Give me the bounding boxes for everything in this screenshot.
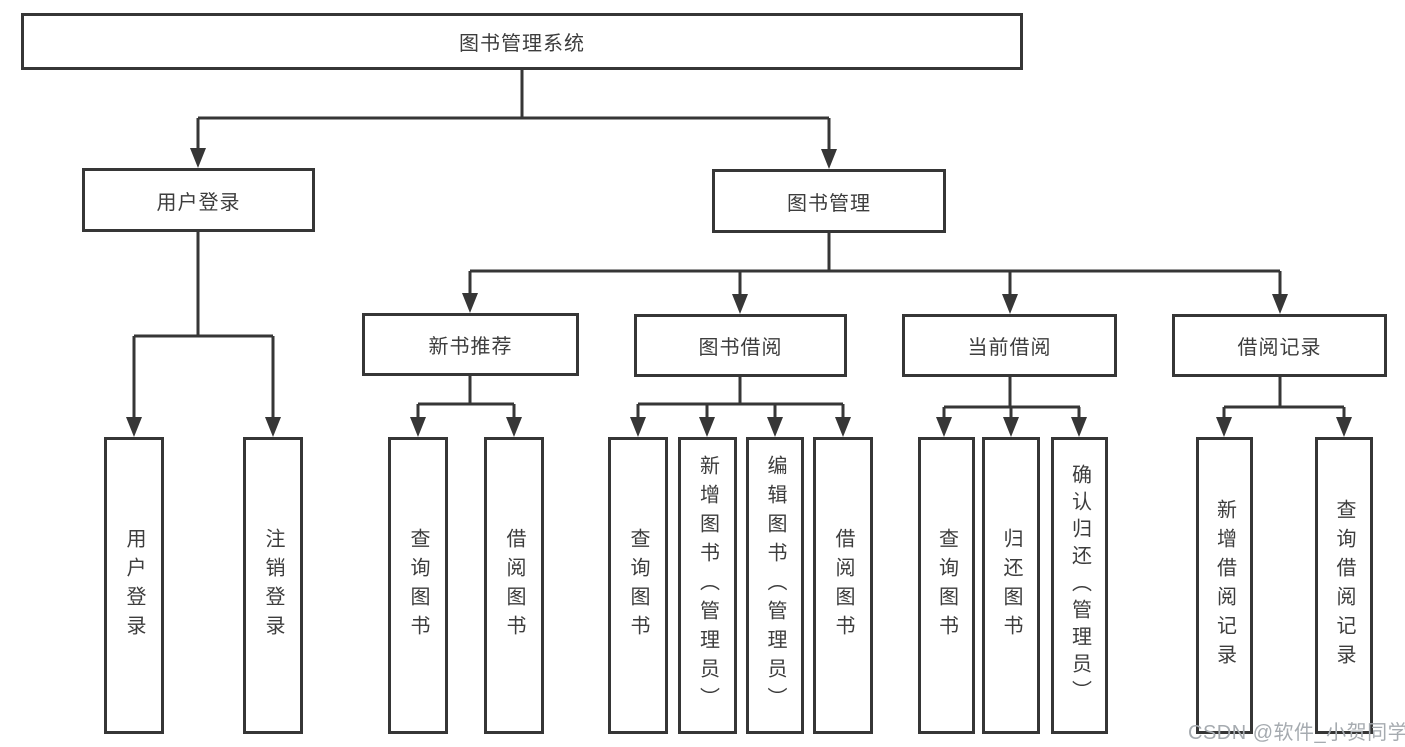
node-label: 查询借阅记录: [1333, 498, 1355, 673]
arrow-head: [1272, 294, 1288, 314]
arrow-head: [1003, 417, 1019, 437]
node-label: 新增图书（管理员）: [696, 455, 719, 716]
leaf-user-login: 用户登录: [104, 437, 164, 734]
arrow-head: [767, 417, 783, 437]
node-user-login: 用户登录: [82, 168, 315, 232]
leaf-query-books: 查询图书: [608, 437, 668, 734]
node-label: 新增借阅记录: [1213, 498, 1236, 673]
leaf-confirm-return-admin: 确认归还（管理员）: [1051, 437, 1108, 734]
arrow-head: [506, 417, 522, 437]
leaf-query-borrow-record: 查询借阅记录: [1315, 437, 1373, 734]
arrow-head: [126, 417, 142, 437]
arrow-head: [936, 417, 952, 437]
leaf-return-book: 归还图书: [982, 437, 1040, 734]
arrow-head: [699, 417, 715, 437]
node-label: 查询图书: [935, 527, 958, 644]
leaf-query-books: 查询图书: [388, 437, 448, 734]
node-label: 图书管理: [787, 192, 871, 215]
leaf-edit-book-admin: 编辑图书（管理员）: [746, 437, 804, 734]
arrow-head: [190, 148, 206, 168]
arrow-head: [265, 417, 281, 437]
node-label: 借阅图书: [832, 527, 854, 644]
leaf-query-books: 查询图书: [918, 437, 975, 734]
arrow-head: [1002, 294, 1018, 314]
arrow-head: [821, 149, 837, 169]
arrow-head: [732, 294, 748, 314]
node-label: 图书借阅: [698, 337, 783, 359]
node-label: 归还图书: [1000, 527, 1022, 644]
leaf-add-book-admin: 新增图书（管理员）: [678, 437, 737, 734]
leaf-logout: 注销登录: [243, 437, 303, 734]
arrow-head: [630, 417, 646, 437]
node-label: 当前借阅: [967, 337, 1052, 359]
node-label: 注销登录: [262, 527, 284, 644]
arrow-head: [1216, 417, 1232, 437]
arrow-head: [1336, 417, 1352, 437]
node-label: 用户登录: [156, 191, 241, 214]
node-label: 编辑图书（管理员）: [764, 455, 786, 716]
node-label: 图书管理系统: [459, 33, 585, 55]
node-label: 借阅记录: [1237, 337, 1322, 359]
connector-strokes: [132, 69, 1346, 420]
node-label: 查询图书: [627, 527, 649, 644]
arrow-heads: [126, 148, 1352, 437]
node-book-borrowing: 图书借阅: [634, 314, 847, 377]
node-new-book-recommend: 新书推荐: [362, 313, 579, 376]
node-book-management: 图书管理: [712, 169, 946, 233]
leaf-add-borrow-record: 新增借阅记录: [1196, 437, 1253, 734]
arrow-head: [410, 417, 426, 437]
leaf-borrow-books: 借阅图书: [813, 437, 873, 734]
node-label: 用户登录: [123, 527, 145, 644]
node-borrow-records: 借阅记录: [1172, 314, 1387, 377]
node-current-borrowing: 当前借阅: [902, 314, 1117, 377]
node-library-system: 图书管理系统: [21, 13, 1023, 70]
node-label: 确认归还（管理员）: [1068, 464, 1091, 707]
arrow-head: [462, 293, 478, 313]
node-label: 查询图书: [407, 527, 429, 644]
node-label: 新书推荐: [428, 336, 513, 358]
csdn-watermark: CSDN @软件_小贺同学: [1188, 722, 1405, 744]
arrow-head: [835, 417, 851, 437]
arrow-head: [1071, 417, 1087, 437]
leaf-borrow-books: 借阅图书: [484, 437, 544, 734]
node-label: 借阅图书: [503, 527, 525, 644]
